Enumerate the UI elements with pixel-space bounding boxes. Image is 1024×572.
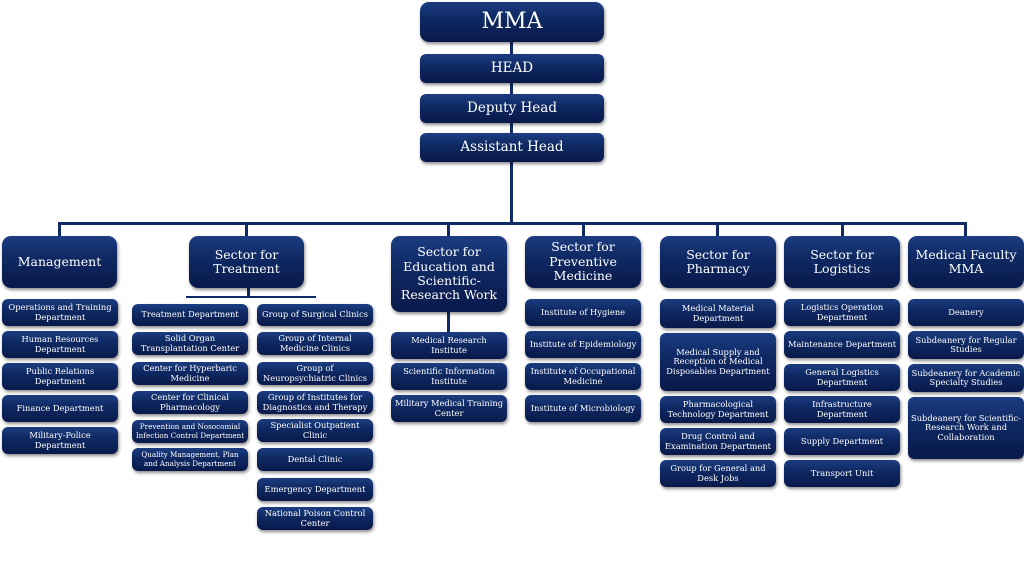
treatment-right-item-neuropsychiatric: Group of Neuropsychiatric Clinics — [257, 362, 373, 385]
management-item-human-resources: Human Resources Department — [2, 331, 118, 358]
treatment-left-item-hyperbaric: Center for Hyperbaric Medicine — [132, 362, 248, 385]
sector-bus-line — [58, 222, 967, 225]
preventive-item-microbiology: Institute of Microbiology — [525, 395, 641, 422]
logistics-item-supply: Supply Department — [784, 428, 900, 455]
treatment-right-item-poison-control: National Poison Control Center — [257, 507, 373, 530]
pharmacy-item-medical-supply: Medical Supply and Reception of Medical … — [660, 333, 776, 391]
management-item-operations-training: Operations and Training Department — [2, 299, 118, 326]
treatment-left-item-infection-control: Prevention and Nosocomial Infection Cont… — [132, 420, 248, 443]
management-item-public-relations: Public Relations Department — [2, 363, 118, 390]
logistics-item-infrastructure: Infrastructure Department — [784, 396, 900, 423]
treatment-right-item-dental-clinic: Dental Clinic — [257, 448, 373, 471]
management-item-finance: Finance Department — [2, 395, 118, 422]
faculty-item-deanery: Deanery — [908, 299, 1024, 326]
pharmacy-item-drug-control: Drug Control and Examination Department — [660, 428, 776, 455]
treatment-right-item-internal-medicine: Group of Internal Medicine Clinics — [257, 332, 373, 355]
preventive-item-hygiene: Institute of Hygiene — [525, 299, 641, 326]
drop-preventive — [582, 222, 585, 236]
treatment-sub-bus — [186, 296, 316, 298]
sector-header-preventive: Sector for Preventive Medicine — [525, 236, 641, 288]
logistics-item-operation: Logistics Operation Department — [784, 299, 900, 326]
education-item-medical-research: Medical Research Institute — [391, 332, 507, 359]
sector-header-management: Management — [2, 236, 117, 288]
treatment-sub-connector — [247, 288, 250, 297]
education-item-scientific-information: Scientific Information Institute — [391, 363, 507, 390]
drop-logistics — [841, 222, 844, 236]
connector-head-deputy — [510, 83, 513, 94]
faculty-item-academic-specialty: Subdeanery for Academic Specialty Studie… — [908, 364, 1024, 392]
management-item-military-police: Military-Police Department — [2, 427, 118, 454]
faculty-item-regular-studies: Subdeanery for Regular Studies — [908, 331, 1024, 359]
education-sub-connector — [447, 312, 450, 332]
sector-header-education: Sector for Education and Scientific-Rese… — [391, 236, 507, 312]
connector-root-head — [510, 42, 513, 54]
deputy-head-node: Deputy Head — [420, 94, 604, 123]
logistics-item-transport: Transport Unit — [784, 460, 900, 487]
faculty-item-scientific-research: Subdeanery for Scientific-Research Work … — [908, 397, 1024, 459]
preventive-item-occupational: Institute of Occupational Medicine — [525, 363, 641, 390]
connector-deputy-assistant — [510, 123, 513, 133]
sector-header-faculty: Medical Faculty MMA — [908, 236, 1024, 288]
pharmacy-item-general-desk-jobs: Group for General and Desk Jobs — [660, 460, 776, 487]
treatment-left-item-organ-transplant: Solid Organ Transplantation Center — [132, 332, 248, 355]
drop-management — [58, 222, 61, 236]
drop-faculty — [964, 222, 967, 236]
treatment-left-item-clinical-pharmacology: Center for Clinical Pharmacology — [132, 391, 248, 414]
assistant-head-node: Assistant Head — [420, 133, 604, 162]
head-node: HEAD — [420, 54, 604, 83]
treatment-right-item-specialist-outpatient: Specialist Outpatient Clinic — [257, 419, 373, 442]
drop-pharmacy — [716, 222, 719, 236]
treatment-left-item-treatment-dept: Treatment Department — [132, 304, 248, 326]
preventive-item-epidemiology: Institute of Epidemiology — [525, 331, 641, 358]
logistics-item-maintenance: Maintenance Department — [784, 331, 900, 358]
sector-header-treatment: Sector for Treatment — [189, 236, 304, 288]
education-item-military-training: Military Medical Training Center — [391, 395, 507, 422]
logistics-item-general: General Logistics Department — [784, 364, 900, 391]
treatment-right-item-surgical-clinics: Group of Surgical Clinics — [257, 304, 373, 326]
treatment-left-item-quality-management: Quality Management, Plan and Analysis De… — [132, 448, 248, 471]
sector-header-pharmacy: Sector for Pharmacy — [660, 236, 776, 288]
treatment-right-item-diagnostics-therapy: Group of Institutes for Diagnostics and … — [257, 391, 373, 414]
pharmacy-item-medical-material: Medical Material Department — [660, 299, 776, 328]
pharmacy-item-pharmacological-technology: Pharmacological Technology Department — [660, 396, 776, 423]
drop-education — [447, 222, 450, 236]
connector-assistant-trunk — [510, 162, 513, 224]
drop-treatment — [245, 222, 248, 236]
sector-header-logistics: Sector for Logistics — [784, 236, 900, 288]
treatment-right-item-emergency: Emergency Department — [257, 478, 373, 501]
root-node-mma: MMA — [420, 2, 604, 42]
